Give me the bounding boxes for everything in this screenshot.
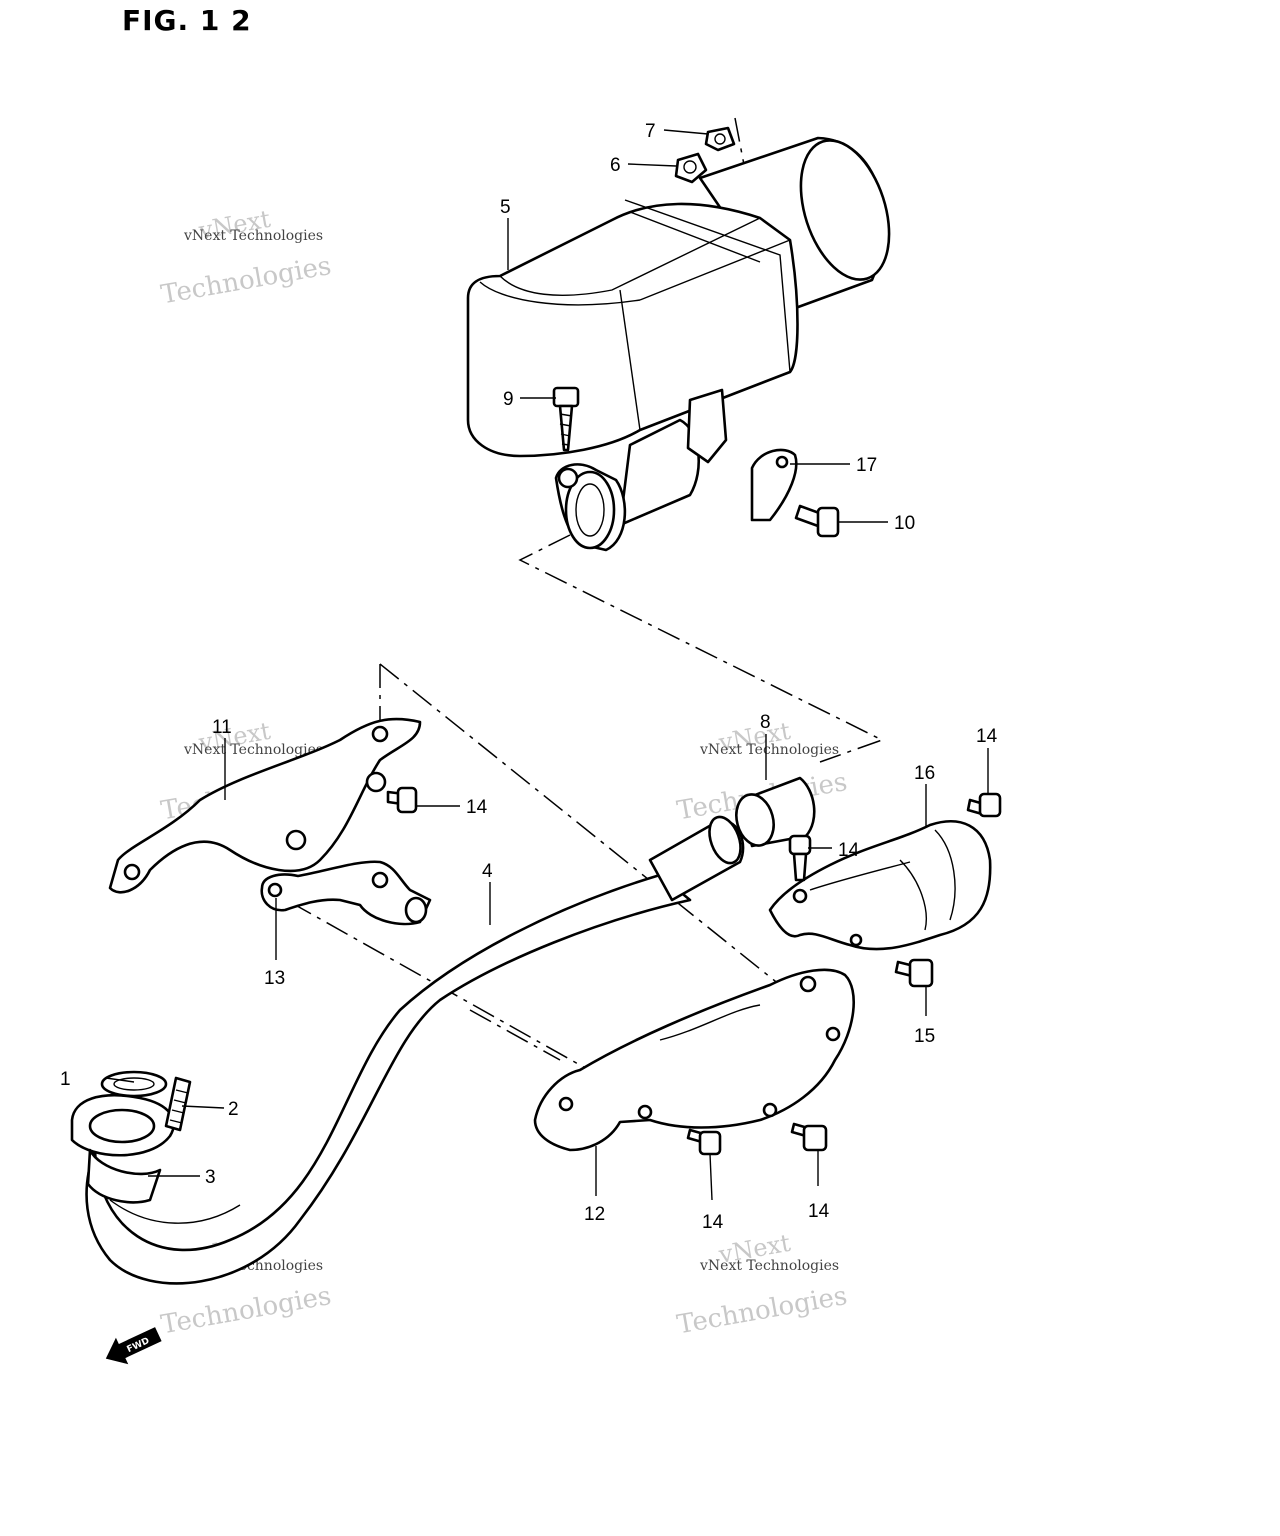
bolt-15 [894,958,934,988]
watermark-company: vNext Technologies [183,228,323,244]
bolt-9 [552,386,580,452]
assembly-line [734,117,746,171]
exhaust-pipe [70,815,745,1285]
watermark-company: vNext Technologies [699,742,839,758]
watermark-company: vNext Technologies [183,742,323,758]
watermark-company: vNext Technologies [699,1258,839,1274]
muffler-bracket [108,717,422,894]
callout-labels: 1 2 3 4 5 6 7 8 9 10 11 12 13 14 14 14 1… [60,121,998,1233]
leader-lines [105,129,989,1201]
nut-6 [674,152,708,184]
bolt-14-lower-left [686,1128,722,1156]
callout-10: 10 [894,513,915,534]
callout-15: 15 [914,1026,935,1047]
callout-14: 14 [976,726,998,747]
callout-1: 1 [60,1069,71,1090]
bolt-14-bushing [788,834,812,882]
callout-9: 9 [503,389,514,410]
callout-8: 8 [760,712,771,733]
assembly-line [518,534,884,763]
nut-7 [704,126,736,152]
muffler [466,136,891,552]
figure-title: FIG. 1 2 [122,4,252,37]
callout-7: 7 [645,121,656,142]
small-bracket [750,448,798,522]
watermark-bottom-right: vNext vNext Technologies Technologies [675,1229,850,1341]
callout-14: 14 [466,797,488,818]
callout-5: 5 [500,197,511,218]
callout-11: 11 [212,717,232,738]
callout-14: 14 [838,840,860,861]
callout-3: 3 [205,1167,216,1188]
watermark-bottom-text: Technologies [159,1281,334,1340]
callout-6: 6 [610,155,621,176]
callout-13: 13 [264,968,285,989]
watermark-top-left: vNext vNext Technologies Technologies [159,205,334,311]
stud-bolt [164,1076,192,1132]
gasket [100,1070,168,1098]
heat-shield-upper [768,820,992,951]
assembly-line [379,663,781,986]
bolt-14-shield-top [966,792,1002,818]
bolt-10 [794,504,840,538]
bolt-14-bracket [386,786,418,814]
callout-14: 14 [808,1201,830,1222]
callout-12: 12 [584,1204,605,1225]
callout-16: 16 [914,763,935,784]
fwd-arrow: FWD [105,1327,162,1365]
assembly-line [469,1009,561,1061]
heat-shield-lower [533,968,856,1152]
bolt-14-lower-right [790,1122,828,1152]
callout-17: 17 [856,455,877,476]
pipe-bracket [260,860,432,926]
joint-bushing [735,776,816,848]
watermark-bottom-text: Technologies [159,251,334,310]
callout-4: 4 [482,861,493,882]
callout-14: 14 [702,1212,724,1233]
watermark-bottom-text: Technologies [675,1281,850,1340]
callout-2: 2 [228,1099,239,1120]
